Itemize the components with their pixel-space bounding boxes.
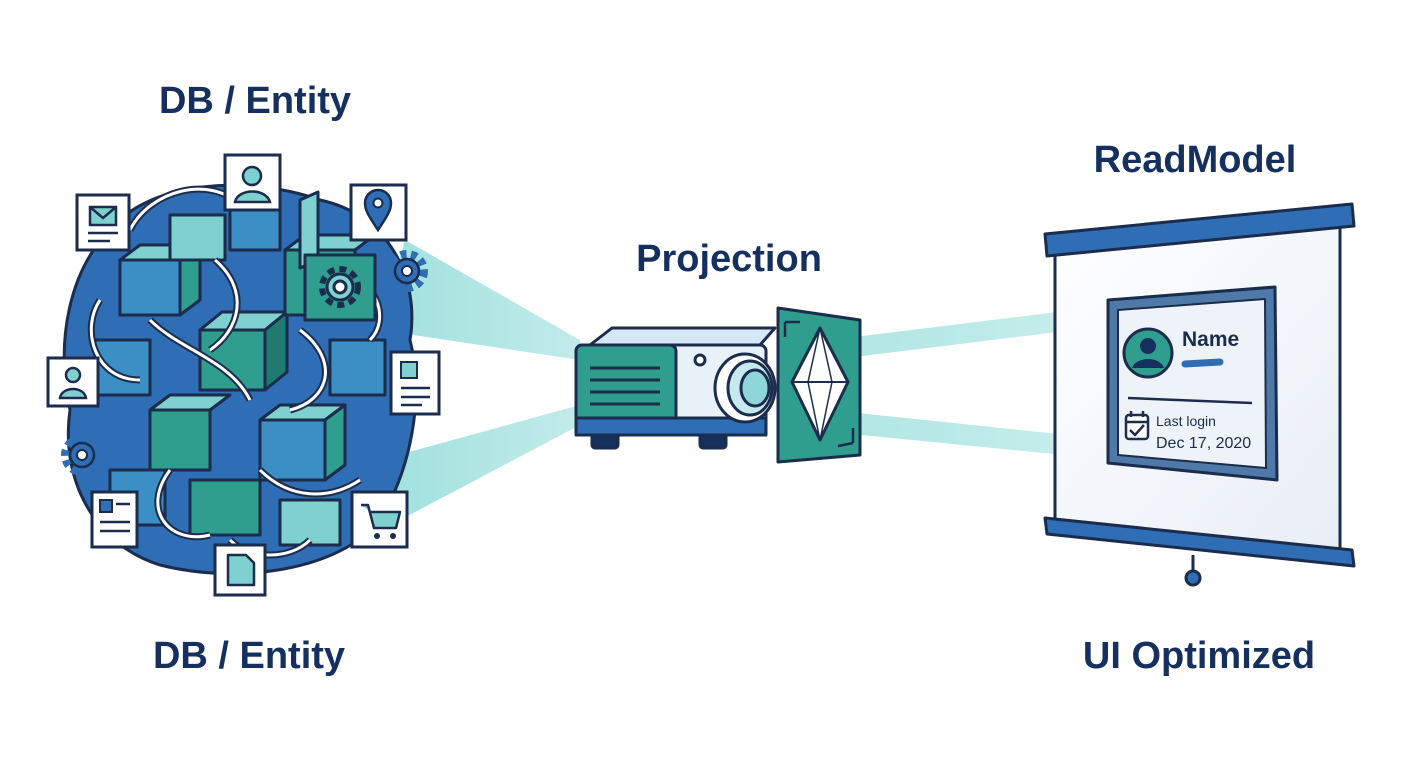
card-divider <box>1127 396 1253 405</box>
avatar-icon <box>1122 327 1174 379</box>
prism-lens-icon <box>776 306 862 464</box>
input-beam-lower <box>380 405 580 520</box>
mail-icon <box>75 193 131 252</box>
gear-icon <box>319 266 361 308</box>
calendar-check-icon <box>1124 411 1150 441</box>
projection-title: Projection <box>636 238 822 280</box>
user-icon <box>223 153 282 212</box>
output-beam-lower <box>830 410 1115 460</box>
gear-icon <box>61 434 103 476</box>
ui-optimized-caption: UI Optimized <box>1082 635 1316 677</box>
readmodel-title: ReadModel <box>1093 139 1297 181</box>
file-icon <box>213 543 267 597</box>
document-icon <box>90 490 139 549</box>
card-name-bar <box>1181 358 1224 368</box>
user-icon <box>46 356 100 408</box>
projector-icon <box>574 326 777 450</box>
gear-icon <box>386 250 428 292</box>
output-beam-upper <box>830 305 1115 360</box>
card-name: Name <box>1182 328 1239 351</box>
document-icon <box>389 350 441 416</box>
location-pin-icon <box>349 183 408 242</box>
input-beam-upper <box>380 240 580 360</box>
last-login-label: Last login <box>1156 413 1216 429</box>
last-login-date: Dec 17, 2020 <box>1156 435 1251 452</box>
shopping-cart-icon <box>350 490 409 549</box>
db-entity-caption: DB / Entity <box>152 635 346 677</box>
db-entity-title: DB / Entity <box>158 80 352 122</box>
